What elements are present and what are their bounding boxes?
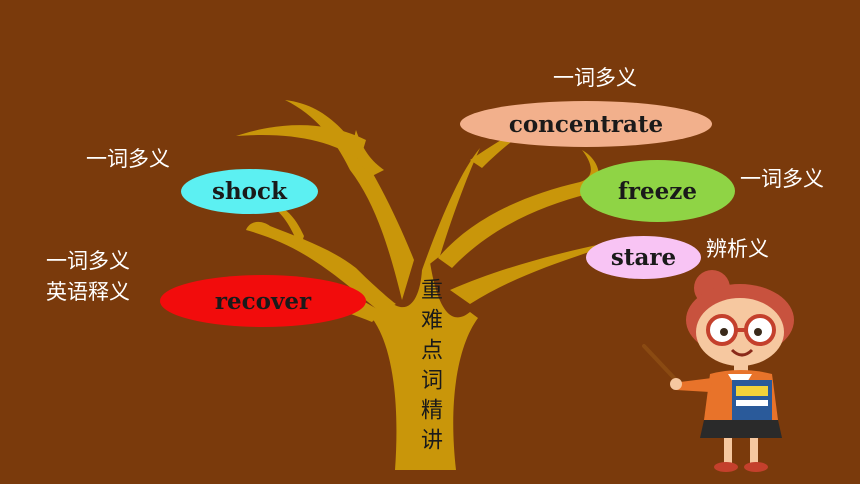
word-concentrate: concentrate	[508, 110, 664, 138]
word-oval-stare[interactable]: stare	[586, 236, 701, 279]
teacher-icon	[642, 270, 794, 472]
note-recover-2: 英语释义	[46, 280, 130, 304]
note-concentrate: 一词多义	[553, 66, 637, 90]
trunk-label: 重难点词精讲	[417, 278, 442, 458]
note-recover-1: 一词多义	[46, 249, 130, 273]
word-oval-shock[interactable]: shock	[181, 169, 318, 214]
word-oval-freeze[interactable]: freeze	[580, 160, 735, 222]
word-stare: stare	[610, 244, 677, 271]
word-recover: recover	[214, 287, 312, 315]
note-freeze: 一词多义	[740, 167, 824, 191]
word-oval-concentrate[interactable]: concentrate	[460, 101, 712, 147]
word-oval-recover[interactable]: recover	[160, 275, 366, 327]
note-stare: 辨析义	[706, 237, 769, 261]
word-freeze: freeze	[618, 177, 697, 205]
word-shock: shock	[212, 178, 287, 205]
note-shock: 一词多义	[86, 147, 170, 171]
